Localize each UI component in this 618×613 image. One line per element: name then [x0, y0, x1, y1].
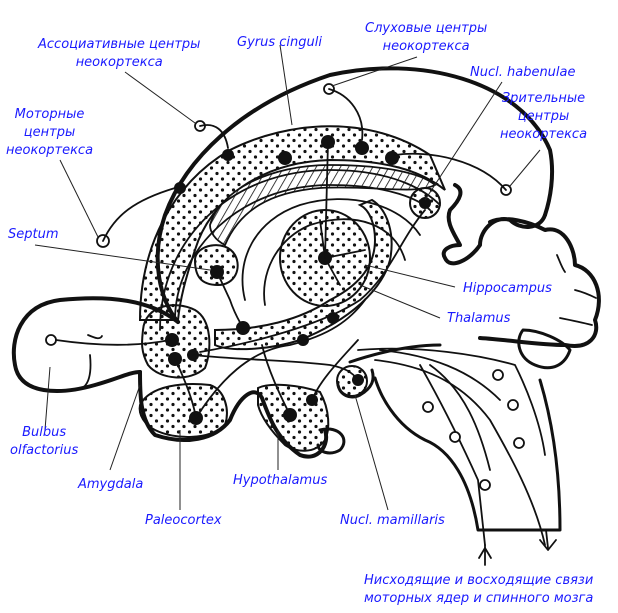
label-hypothalamus: Hypothalamus: [233, 473, 328, 488]
label-auditory-centers: Слуховые центры неокортекса: [365, 20, 487, 56]
label-bulbus-line2: olfactorius: [10, 443, 79, 458]
label-motor-line3: неокортекса: [6, 143, 94, 158]
label-visual-centers: Зрительные центры неокортекса: [500, 90, 587, 144]
label-visual-line2: центры: [517, 109, 570, 124]
label-spinal-line2: моторных ядер и спинного мозга: [364, 591, 594, 606]
label-motor-line1: Моторные: [14, 107, 85, 122]
label-visual-line1: Зрительные: [501, 91, 586, 106]
label-paleocortex: Paleocortex: [145, 513, 222, 528]
label-nucl-mamillaris: Nucl. mamillaris: [340, 513, 445, 528]
label-spinal-connections: Нисходящие и восходящие связи моторных я…: [364, 572, 593, 608]
spinal-pathways: [374, 349, 557, 566]
leader-lines: [34, 44, 541, 511]
label-visual-line3: неокортекса: [500, 127, 588, 142]
label-bulbus-olfactorius: Bulbus olfactorius: [10, 424, 78, 460]
label-septum: Septum: [8, 227, 59, 242]
label-auditory-line1: Слуховые центры: [365, 21, 488, 36]
label-amygdala: Amygdala: [78, 477, 144, 492]
label-bulbus-line1: Bulbus: [22, 425, 67, 440]
brainstem-outline: [373, 376, 562, 532]
label-hippocampus: Hippocampus: [463, 281, 552, 296]
label-associative-line1: Ассоциативные центры: [38, 37, 201, 52]
cerebellum-outline: [441, 183, 601, 348]
label-spinal-line1: Нисходящие и восходящие связи: [364, 573, 594, 588]
olfactory-bulb-outline: [11, 296, 180, 393]
label-associative-line2: неокортекса: [75, 55, 163, 70]
label-auditory-line2: неокортекса: [382, 39, 470, 54]
label-thalamus: Thalamus: [447, 311, 511, 326]
label-motor-line2: центры: [23, 125, 76, 140]
gyrus-cinguli: [138, 125, 446, 321]
label-gyrus-cinguli: Gyrus cinguli: [237, 35, 322, 50]
label-motor-centers: Моторные центры неокортекса: [6, 106, 93, 160]
label-nucl-habenulae: Nucl. habenulae: [470, 65, 576, 80]
corpus-callosum: [209, 164, 437, 247]
label-associative-centers: Ассоциативные центры неокортекса: [38, 36, 200, 72]
